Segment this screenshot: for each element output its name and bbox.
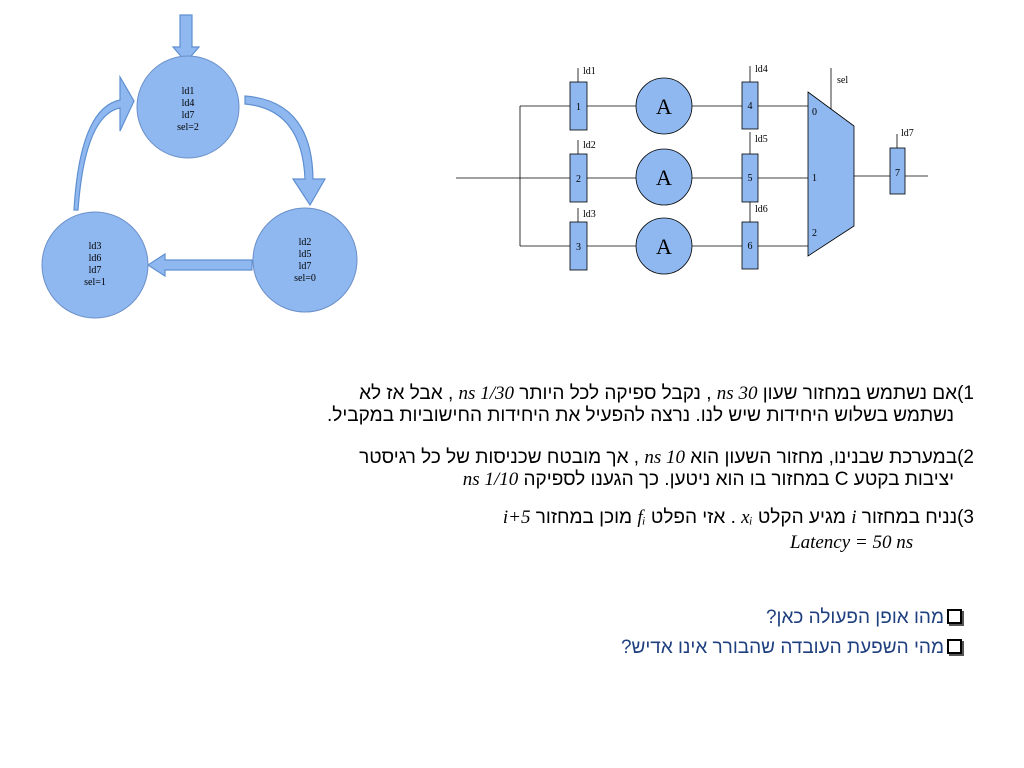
register-4-num: 4 [748,101,753,112]
register-1-ld: ld1 [583,66,596,77]
math-expression: 30 ns [716,383,758,404]
arrow-c-to-a [73,74,135,211]
math-expression: fᵢ [637,507,646,528]
latency-formula: Latency = 50 ns [790,532,914,553]
register-5: 5 ld5 [741,134,768,203]
unit-a-3: A [635,217,693,275]
unit-a-2: A [635,148,693,206]
register-7-num: 7 [895,168,900,179]
register-3-ld: ld3 [583,209,596,220]
state-b-line: ld5 [299,249,312,260]
unit-a-1: A [635,77,693,135]
math-expression: 1/30 ns [458,383,514,404]
text-segment: מוכן במחזור [530,507,638,528]
paragraph-1-line-1: 1)אם נשתמש במחזור שעון 30 ns , נקבל ספיק… [44,383,974,405]
register-2-num: 2 [576,174,581,185]
text-segment: , אבל אז לא [359,383,459,404]
mux-input-label: 0 [812,107,817,118]
register-7: 7 ld7 [889,128,914,195]
register-4-ld: ld4 [755,64,768,75]
bullet-text: מהי השפעת העובדה שהבורר אינו אדיש? [620,637,944,658]
state-c-line: ld7 [89,265,102,276]
arrow-b-to-c [146,252,253,278]
unit-a-label: A [656,234,672,259]
paragraph-3: 3)נניח במחזור i מגיע הקלט xᵢ . אזי הפלט … [44,507,974,529]
text-segment: , נקבל ספיקה לכל היותר [513,383,717,404]
register-5-ld: ld5 [755,134,768,145]
math-expression: 1/10 ns [462,468,519,490]
multiplexer: 0 1 2 sel [807,75,855,257]
paragraph-3-line-1: 3)נניח במחזור i מגיע הקלט xᵢ . אזי הפלט … [44,507,974,529]
register-6-num: 6 [748,241,753,252]
state-b-line: sel=0 [294,273,316,284]
state-c: ld3 ld6 ld7 sel=1 [41,211,149,319]
state-b: ld2 ld5 ld7 sel=0 [252,207,358,313]
register-6: 6 ld6 [741,204,768,270]
state-b-line: ld2 [299,237,312,248]
text-segment: 3)נניח במחזור [856,507,974,528]
bullet-text: מהו אופן הפעולה כאן? [765,607,944,628]
bullet-question-1: מהו אופן הפעולה כאן? [766,606,962,630]
arrow-a-to-b [244,95,327,207]
checkbox-bullet-icon [947,639,962,654]
register-5-num: 5 [748,173,753,184]
math-expression: i+5 [502,507,531,528]
unit-a-label: A [656,94,672,119]
paragraph-2-line-1: 2)במערכת שבנינו, מחזור השעון הוא 10 ns ,… [44,447,974,469]
datapath-diagram: 1 ld1 2 ld2 3 ld3 A A A 4 ld4 5 ld5 6 ld… [456,64,928,275]
state-a-line: ld7 [182,110,195,121]
text-segment: 1)אם נשתמש במחזור שעון [757,383,974,404]
state-diagram: ld1 ld4 ld7 sel=2 ld2 ld5 ld7 sel=0 ld3 … [41,14,358,319]
text-segment: 2)במערכת שבנינו, מחזור השעון הוא [685,447,974,468]
state-b-line: ld7 [299,261,312,272]
register-2-ld: ld2 [583,140,596,151]
math-expression: i [851,507,857,528]
state-a-line: ld1 [182,86,195,97]
unit-a-label: A [656,165,672,190]
register-3: 3 ld3 [569,209,596,271]
checkbox-bullet-icon [947,609,962,624]
entry-arrow [171,14,201,63]
register-4: 4 ld4 [741,64,768,130]
register-6-ld: ld6 [755,204,768,215]
register-2: 2 ld2 [569,140,596,203]
register-1-num: 1 [576,102,581,113]
text-segment: מגיע הקלט [752,507,852,528]
register-1: 1 ld1 [569,66,596,131]
state-c-line: ld3 [89,241,102,252]
text-segment: , אך מובטח שכניסות של כל רגיסטר [359,447,645,468]
state-c-line: sel=1 [84,277,106,288]
mux-input-label: 1 [812,173,817,184]
bullet-question-2: מהי השפעת העובדה שהבורר אינו אדיש? [621,636,962,660]
state-a-line: sel=2 [177,122,199,133]
text-segment: . אזי הפלט [645,507,742,528]
mux-input-label: 2 [812,228,817,239]
math-expression: xᵢ [741,507,753,528]
paragraph-1-line-2: נשתמש בשלוש היחידות שיש לנו. נרצה להפעיל… [327,404,954,426]
register-3-num: 3 [576,242,581,253]
state-a-line: ld4 [182,98,195,109]
paragraph-2-line-2: יציבות בקטע C במחזור בו הוא ניטען. כך הג… [44,469,974,491]
paragraph-1: 1)אם נשתמש במחזור שעון 30 ns , נקבל ספיק… [44,383,974,426]
paragraph-2: 2)במערכת שבנינו, מחזור השעון הוא 10 ns ,… [44,447,974,490]
math-expression: 10 ns [644,447,686,468]
state-c-line: ld6 [89,253,102,264]
text-segment: יציבות בקטע C במחזור בו הוא ניטען. כך הג… [518,468,955,490]
state-a: ld1 ld4 ld7 sel=2 [136,55,240,159]
register-7-ld: ld7 [901,128,914,139]
mux-sel-label: sel [837,75,848,86]
